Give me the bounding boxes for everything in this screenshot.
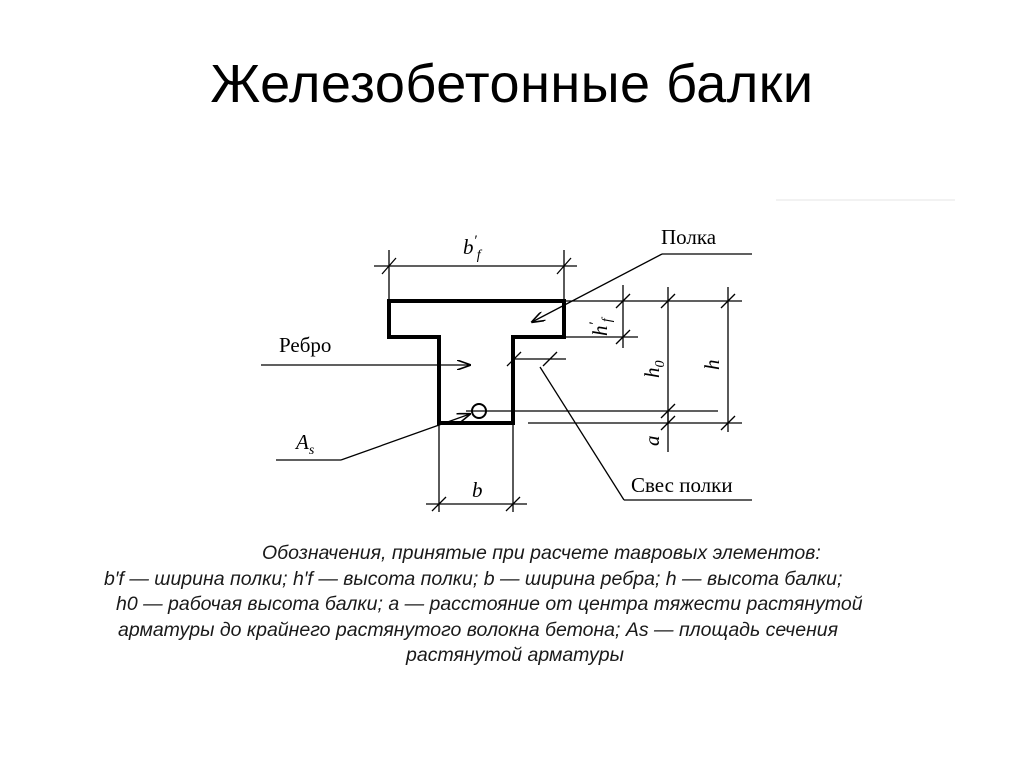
label-rebro: Ребро (279, 333, 331, 357)
dimension-b (426, 423, 527, 512)
leader-as (276, 414, 470, 461)
label-h: h (700, 360, 724, 371)
dimension-overhang (506, 351, 566, 367)
legend-line-4: арматуры до крайнего растянутого волокна… (118, 618, 839, 641)
leader-polka (532, 253, 752, 322)
legend-line-1: Обозначения, принятые при расчете тавров… (262, 542, 821, 564)
label-b: b (472, 478, 483, 502)
extension-lines-right (528, 300, 742, 424)
legend-line-2: b′f — ширина полки; h′f — высота полки; … (104, 567, 843, 590)
legend-line-5: растянутой арматуры (406, 644, 624, 666)
label-sves-polki: Свес полки (631, 473, 733, 497)
dimension-h0 (660, 287, 676, 424)
label-as: As (294, 430, 315, 458)
legend-line-3: h0 — рабочая высота балки; a — расстояни… (116, 593, 863, 615)
slide-title: Железобетонные балки (210, 54, 814, 114)
dimension-a (660, 411, 676, 452)
dimension-h (720, 287, 736, 432)
label-h0: h0 (640, 361, 668, 379)
leader-sves-polki (539, 366, 752, 501)
dimension-hf (615, 285, 631, 348)
label-a: a (640, 436, 664, 447)
notation-legend: Обозначения, принятые при расчете тавров… (96, 541, 946, 669)
label-polka: Полка (661, 225, 717, 249)
label-bf: b′f (463, 233, 483, 263)
dimension-bf (374, 250, 577, 301)
label-hf: h′f (587, 316, 615, 336)
